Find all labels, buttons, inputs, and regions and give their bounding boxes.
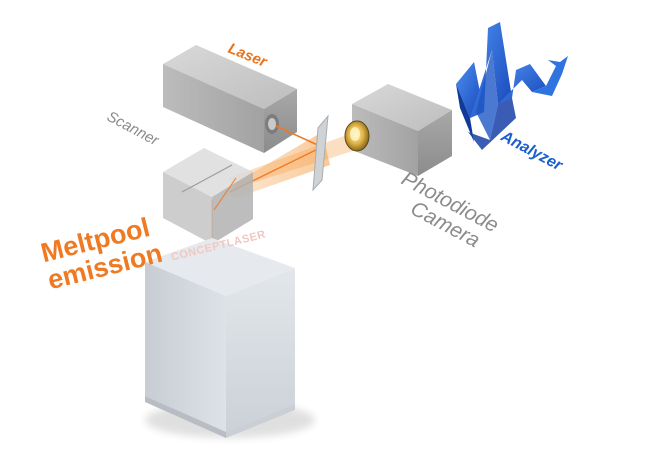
photodiode-camera-unit [344,84,452,176]
build-chamber [145,238,295,438]
beam-splitter [312,114,329,192]
scanner-unit [163,148,253,244]
laser-unit [163,45,297,153]
analyzer-signal [456,22,568,150]
